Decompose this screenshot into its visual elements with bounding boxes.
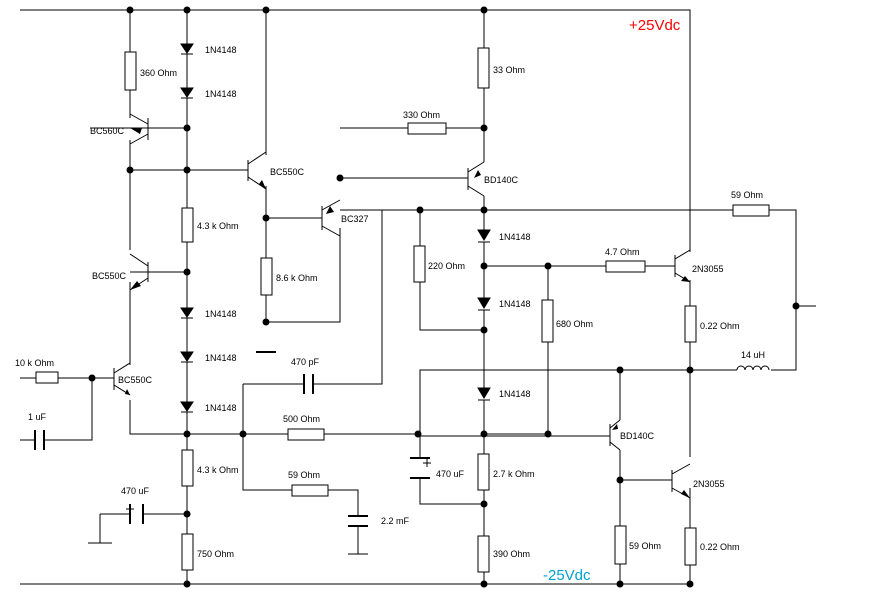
label-q-2n3055-top: 2N3055 xyxy=(692,264,724,274)
label-d1: 1N4148 xyxy=(205,45,237,55)
label-r-8k6: 8.6 k Ohm xyxy=(276,273,318,283)
label-r-390: 390 Ohm xyxy=(493,549,530,559)
resistor-33 xyxy=(477,47,490,89)
resistors xyxy=(35,47,770,573)
label-c-2200uf: 2.2 mF xyxy=(381,516,410,526)
resistor-500 xyxy=(287,428,325,441)
label-r-750: 750 Ohm xyxy=(197,549,234,559)
negative-rail-label: -25Vdc xyxy=(543,567,591,584)
label-c-1uf: 1 uF xyxy=(28,412,47,422)
label-r-10k: 10 k Ohm xyxy=(15,358,54,368)
inductor-14uh xyxy=(736,365,770,371)
label-r-360: 360 Ohm xyxy=(140,68,177,78)
label-d8: 1N4148 xyxy=(499,389,531,399)
label-q-bc550c-top: BC550C xyxy=(270,167,305,177)
resistor-8k6 xyxy=(260,257,273,296)
label-c-470uf-right: 470 uF xyxy=(436,469,465,479)
transistor-bd140c-top xyxy=(467,161,485,197)
resistor-390 xyxy=(477,535,490,573)
wires xyxy=(20,9,816,585)
label-l-14uh: 14 uH xyxy=(741,350,765,360)
label-d4: 1N4148 xyxy=(205,353,237,363)
resistor-4k3-top xyxy=(181,207,194,243)
positive-rail-label: +25Vdc xyxy=(629,17,681,34)
label-c-470pf: 470 pF xyxy=(291,357,320,367)
transistor-2n3055-bot xyxy=(671,463,691,499)
label-q-bd140c-top: BD140C xyxy=(484,175,519,185)
label-r-2k7: 2.7 k Ohm xyxy=(493,469,535,479)
diodes xyxy=(180,43,491,413)
transistor-2n3055-top xyxy=(674,249,691,283)
resistor-59-bot xyxy=(614,525,627,565)
label-c-470uf-left: 470 uF xyxy=(121,486,150,496)
diode-icon xyxy=(180,307,194,319)
resistor-0r22-top xyxy=(684,305,697,343)
label-r-0r22-top: 0.22 Ohm xyxy=(700,321,740,331)
label-r-330: 330 Ohm xyxy=(403,110,440,120)
resistor-0r22-bot xyxy=(684,527,697,566)
component-labels: 360 Ohm 1N4148 1N4148 BC560C BC550C 4.3 … xyxy=(15,45,765,559)
transistor-bc550c-top xyxy=(247,151,267,190)
label-d6: 1N4148 xyxy=(499,232,531,242)
resistor-750 xyxy=(181,533,194,571)
diode-icon xyxy=(477,387,491,401)
label-r-680: 680 Ohm xyxy=(556,319,593,329)
resistor-360 xyxy=(124,51,137,91)
resistor-10k xyxy=(35,371,59,384)
resistor-2k7 xyxy=(477,453,490,491)
transistors xyxy=(90,113,691,499)
capacitors xyxy=(34,374,430,527)
label-r-33: 33 Ohm xyxy=(493,65,525,75)
label-r-59-top: 59 Ohm xyxy=(731,190,763,200)
transistor-bc327 xyxy=(321,199,341,237)
junctions xyxy=(88,6,800,588)
label-d3: 1N4148 xyxy=(205,309,237,319)
label-r-59-bot: 59 Ohm xyxy=(629,541,661,551)
label-r-220: 220 Ohm xyxy=(428,261,465,271)
label-q-bc550c-mid: BC550C xyxy=(92,271,127,281)
label-q-bc550c-in: BC550C xyxy=(118,375,153,385)
transistor-bd140c-bot xyxy=(609,419,621,451)
capacitor-1uf xyxy=(34,430,45,450)
label-q-bc327: BC327 xyxy=(341,214,369,224)
label-r-4r7: 4.7 Ohm xyxy=(605,247,640,257)
capacitor-470pf xyxy=(303,374,314,394)
arrowheads xyxy=(125,128,690,498)
diode-icon xyxy=(477,297,491,311)
capacitor-2200uf xyxy=(348,515,368,527)
diode-icon xyxy=(477,229,491,243)
label-r-500: 500 Ohm xyxy=(283,414,320,424)
resistor-680 xyxy=(541,299,554,343)
label-q-bd140c-bot: BD140C xyxy=(620,431,655,441)
diode-icon xyxy=(180,43,194,55)
diode-icon xyxy=(180,351,194,363)
diode-icon xyxy=(180,87,194,99)
resistor-220 xyxy=(413,245,426,283)
resistor-330 xyxy=(407,122,447,135)
positive-rail-wire xyxy=(20,9,691,18)
resistor-4r7 xyxy=(605,260,646,273)
label-d7: 1N4148 xyxy=(499,299,531,309)
label-r-59-mid: 59 Ohm xyxy=(288,470,320,480)
label-r-4k3-top: 4.3 k Ohm xyxy=(197,221,239,231)
label-r-4k3-bot: 4.3 k Ohm xyxy=(197,465,239,475)
capacitor-470uf-left xyxy=(129,504,144,524)
resistor-59-mid xyxy=(291,484,329,497)
transistor-bc560c xyxy=(90,113,149,145)
label-r-0r22-bot: 0.22 Ohm xyxy=(700,542,740,552)
capacitor-470uf-right xyxy=(410,457,430,479)
resistor-4k3-bot xyxy=(181,449,194,487)
label-q-bc560c: BC560C xyxy=(90,126,125,136)
label-d2: 1N4148 xyxy=(205,89,237,99)
resistor-59-top xyxy=(732,204,770,217)
diode-icon xyxy=(180,401,194,413)
label-d5: 1N4148 xyxy=(205,403,237,413)
cap-polarity xyxy=(126,459,431,513)
label-q-2n3055-bot: 2N3055 xyxy=(693,479,725,489)
